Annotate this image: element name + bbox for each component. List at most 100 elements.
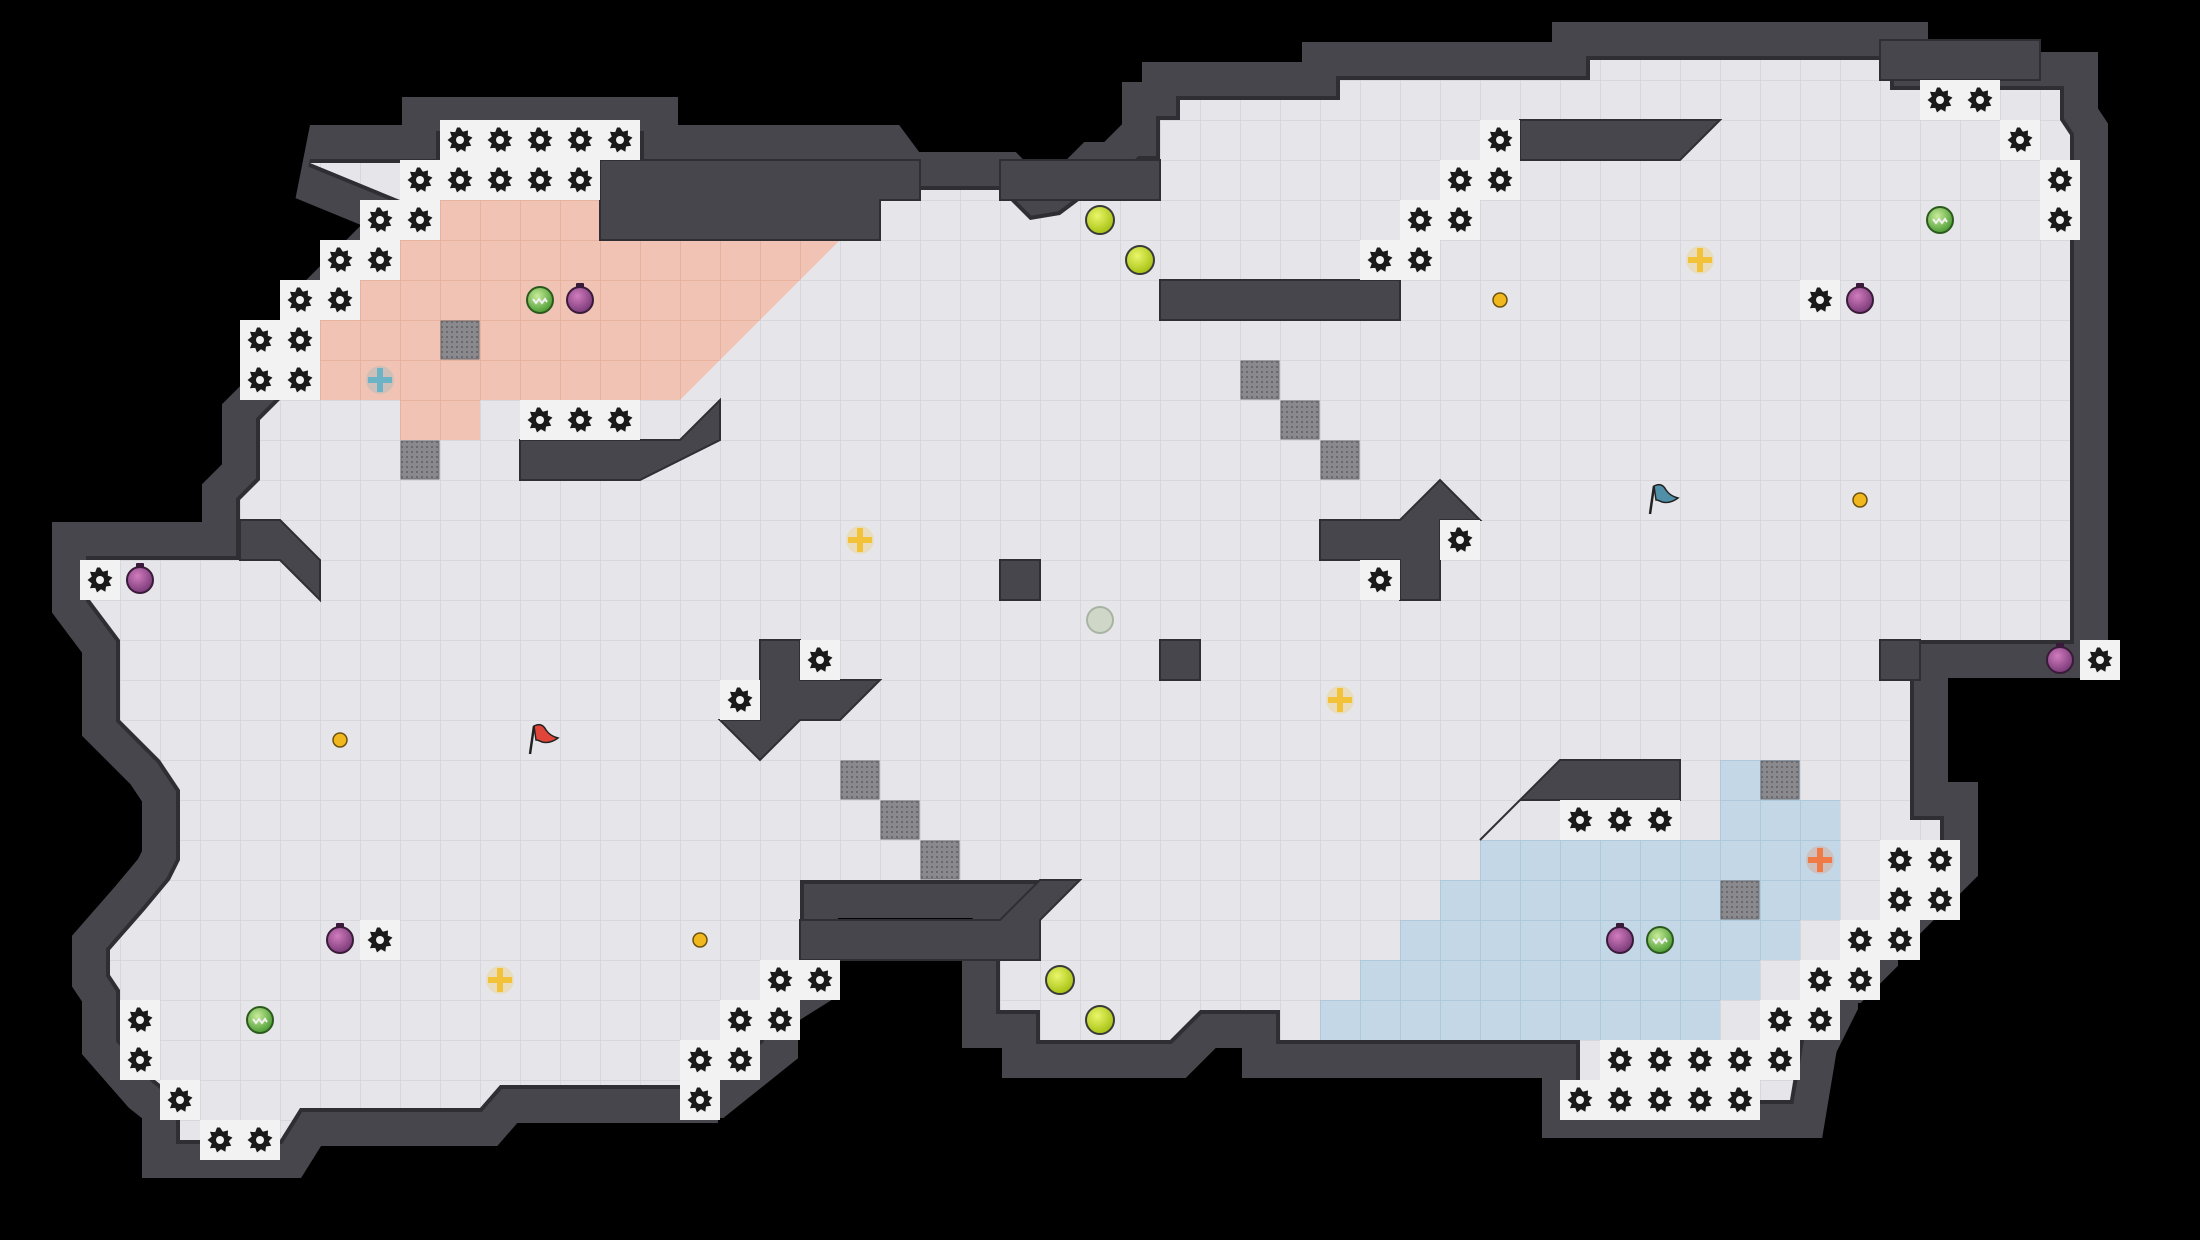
spike-gear-icon (320, 280, 360, 320)
spike-gear-icon (2040, 200, 2080, 240)
powerup-orb-icon-purple (1846, 283, 1874, 314)
inner-wall-4 (1879, 39, 2041, 81)
spike-gear-icon (680, 1080, 720, 1120)
spike-gear-icon (1720, 1040, 1760, 1080)
spike-gear-icon (440, 120, 480, 160)
boost-pad-icon (846, 526, 874, 554)
spike-gear-icon (1400, 240, 1440, 280)
inner-wall-13 (1879, 639, 1921, 681)
pellet-icon (692, 932, 708, 948)
powerup-orb-icon-purple (326, 923, 354, 954)
spike-gear-icon (520, 400, 560, 440)
spike-gear-icon (1440, 200, 1480, 240)
blue-team-zone (1320, 760, 1840, 1040)
spike-gear-icon (1800, 280, 1840, 320)
spike-gear-icon (600, 120, 640, 160)
spike-gear-icon (1600, 1040, 1640, 1080)
inner-wall-12 (239, 519, 321, 603)
spike-gear-icon (1800, 1000, 1840, 1040)
vent-tile-icon (920, 840, 960, 880)
inner-wall-2 (1159, 279, 1401, 321)
red-team-zone (320, 200, 880, 440)
bomb-icon (1085, 205, 1115, 235)
spike-gear-icon (1680, 1080, 1720, 1120)
spike-gear-icon (720, 680, 760, 720)
spike-gear-icon (360, 200, 400, 240)
zone-layer (320, 200, 1840, 1040)
boost-pad-icon (1326, 686, 1354, 714)
bomb-icon (1125, 245, 1155, 275)
spike-gear-icon (1440, 520, 1480, 560)
pellet-icon (1492, 292, 1508, 308)
powerup-orb-icon-green (526, 286, 554, 314)
spike-gear-icon (800, 960, 840, 1000)
vent-tile-icon (1320, 440, 1360, 480)
spike-gear-icon (1880, 840, 1920, 880)
inner-wall-0 (599, 159, 921, 241)
powerup-orb-icon-purple (2046, 643, 2074, 674)
vent-tile-icon (1720, 880, 1760, 920)
inner-wall-1 (999, 159, 1161, 201)
powerup-orb-icon-green (1646, 926, 1674, 954)
spike-gear-icon (520, 120, 560, 160)
spike-gear-icon (200, 1120, 240, 1160)
button-icon (1086, 606, 1114, 634)
flag-icon-red (528, 723, 560, 755)
spike-gear-icon (400, 200, 440, 240)
spike-gear-icon (440, 160, 480, 200)
vent-tile-icon (840, 760, 880, 800)
spike-gear-icon (1880, 880, 1920, 920)
spike-gear-icon (1800, 960, 1840, 1000)
spike-gear-icon (560, 120, 600, 160)
boost-pad-icon-red (1806, 846, 1834, 874)
spike-gear-icon (280, 320, 320, 360)
spike-gear-icon (1840, 920, 1880, 960)
spike-gear-icon (360, 920, 400, 960)
vent-tile-icon (880, 800, 920, 840)
pellet-icon (1852, 492, 1868, 508)
spike-gear-icon (1360, 560, 1400, 600)
boost-pad-icon (486, 966, 514, 994)
spike-gear-icon (1960, 80, 2000, 120)
spike-gear-icon (120, 1000, 160, 1040)
spike-gear-icon (520, 160, 560, 200)
pellet-icon (332, 732, 348, 748)
spike-gear-icon (760, 960, 800, 1000)
spike-gear-icon (680, 1040, 720, 1080)
spike-gear-icon (320, 240, 360, 280)
spike-gear-icon (240, 360, 280, 400)
spike-gear-icon (720, 1000, 760, 1040)
powerup-orb-icon-green (246, 1006, 274, 1034)
spike-gear-icon (1640, 1040, 1680, 1080)
flag-icon-blue (1648, 483, 1680, 515)
spike-gear-icon (1920, 880, 1960, 920)
vent-tile-icon (1240, 360, 1280, 400)
spike-gear-icon (1640, 800, 1680, 840)
bomb-icon (1085, 1005, 1115, 1035)
vent-tile-icon (400, 440, 440, 480)
spike-gear-icon (1440, 160, 1480, 200)
spike-gear-icon (1480, 160, 1520, 200)
vent-tile-icon (1280, 400, 1320, 440)
spike-gear-icon (1680, 1040, 1720, 1080)
spike-gear-icon (1360, 240, 1400, 280)
spike-gear-icon (480, 160, 520, 200)
spike-gear-icon (120, 1040, 160, 1080)
spike-gear-icon (1640, 1080, 1680, 1120)
spike-gear-icon (1720, 1080, 1760, 1120)
powerup-orb-icon-green (1926, 206, 1954, 234)
spike-gear-icon (1560, 1080, 1600, 1120)
bomb-icon (1045, 965, 1075, 995)
powerup-orb-icon-purple (566, 283, 594, 314)
spike-gear-icon (280, 280, 320, 320)
spike-gear-icon (560, 400, 600, 440)
boost-pad-icon (1686, 246, 1714, 274)
spike-gear-icon (560, 160, 600, 200)
spike-gear-icon (280, 360, 320, 400)
spike-gear-icon (1760, 1000, 1800, 1040)
spike-gear-icon (360, 240, 400, 280)
spike-gear-icon (1560, 800, 1600, 840)
spike-gear-icon (1760, 1040, 1800, 1080)
